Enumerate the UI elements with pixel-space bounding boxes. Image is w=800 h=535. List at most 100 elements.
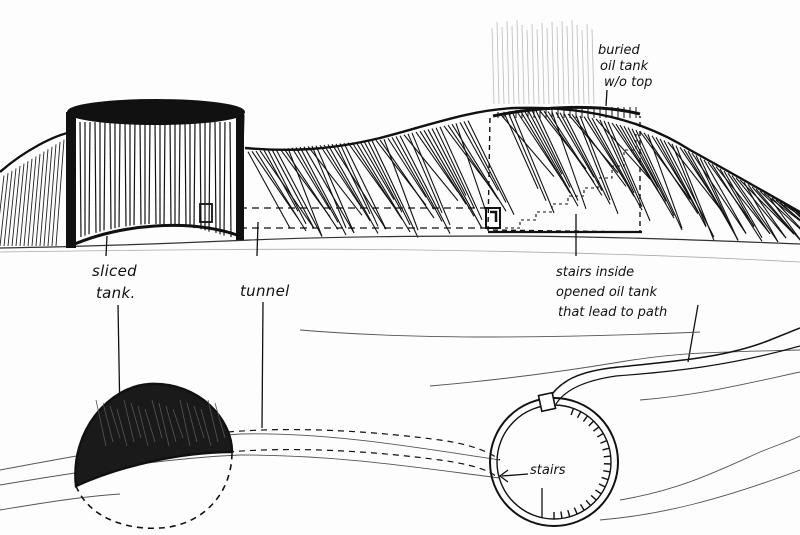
- plan-hatch-stroke: [186, 402, 198, 443]
- mound-hatch-stroke: [51, 141, 61, 247]
- grass-stroke: [763, 193, 800, 222]
- tank-stripe: [223, 121, 226, 236]
- grass-stroke: [607, 121, 651, 222]
- tank-stripe: [229, 121, 232, 238]
- mound-hatch-stroke: [35, 151, 45, 247]
- grass-stroke: [451, 123, 507, 212]
- grass-stroke: [311, 145, 347, 229]
- plan-hatch-stroke: [137, 405, 149, 447]
- buried-tank-plan-outer: [489, 397, 619, 527]
- pencil-stroke: [566, 25, 570, 105]
- stair-tread: [567, 509, 571, 517]
- grass-stroke: [275, 148, 323, 237]
- pencil-stroke: [571, 19, 575, 105]
- stair-tread: [602, 447, 610, 451]
- pencil-stroke: [526, 29, 530, 105]
- grass-stroke: [535, 110, 579, 201]
- grass-stroke: [351, 142, 403, 220]
- plan-hatch-stroke: [130, 402, 142, 439]
- grass-stroke: [695, 155, 731, 226]
- pencil-stroke: [541, 22, 545, 105]
- grass-stroke: [519, 109, 571, 194]
- grass-stroke: [463, 121, 507, 203]
- tank-stripe: [94, 121, 97, 233]
- tank-stripe: [169, 121, 172, 225]
- pencil-stroke: [496, 21, 500, 105]
- plan-view: [0, 327, 800, 530]
- grass-stroke: [711, 164, 763, 242]
- ground-line: [0, 235, 800, 249]
- plan-hatch-stroke: [95, 399, 107, 447]
- mound-hatch-stroke: [11, 165, 21, 247]
- grass-stroke: [507, 111, 547, 202]
- grass-stroke: [619, 124, 675, 219]
- buried-tank-plan-inner: [496, 404, 612, 520]
- pencil-stroke: [521, 24, 525, 105]
- grass-stroke: [399, 135, 451, 234]
- internal-stairs: [505, 132, 637, 229]
- buried-tank-outline: [487, 116, 641, 233]
- leader-buried-tank: [605, 89, 608, 107]
- grass-stroke: [719, 168, 755, 228]
- annotation-labels: buried oil tank w/o top sliced tank. tun…: [92, 43, 667, 478]
- grass-stroke: [779, 201, 800, 221]
- grass-stroke: [511, 110, 555, 214]
- plan-hatch-stroke: [123, 399, 135, 443]
- grass-stroke: [447, 124, 499, 200]
- tank-stripe: [178, 121, 181, 226]
- grass-stroke: [387, 137, 427, 198]
- tank-stripe: [133, 121, 136, 226]
- tank-stripe: [184, 121, 187, 227]
- grass-stroke: [255, 150, 307, 232]
- plan-hatch-stroke: [193, 405, 205, 439]
- grass-stroke: [383, 138, 419, 231]
- buried-oil-tank-section: [487, 105, 642, 234]
- label-buried-tank-line1: buried: [598, 43, 640, 58]
- pencil-stroke: [581, 29, 585, 105]
- sliced-tank-left-wall: [66, 112, 76, 248]
- pencil-stroke: [576, 24, 580, 105]
- grass-stroke: [271, 149, 315, 229]
- mound-hatch-stroke: [55, 139, 65, 247]
- leader-stairs-inside: [687, 304, 699, 363]
- grass-stroke: [367, 140, 411, 226]
- tank-stripe: [103, 121, 106, 231]
- stair-landing: [537, 391, 557, 413]
- sliced-tank-plan-filled-half: [74, 382, 234, 488]
- stair-tread: [592, 426, 600, 432]
- grass-stroke: [703, 159, 747, 234]
- grass-stroke: [595, 118, 651, 180]
- grass-stroke: [339, 143, 379, 227]
- grass-stroke: [603, 120, 643, 208]
- grass-stroke: [439, 126, 483, 221]
- mound-hatch-stroke: [43, 146, 53, 247]
- grass-stroke: [531, 110, 571, 188]
- grass-stroke: [735, 177, 787, 239]
- pencil-stroke: [501, 26, 505, 105]
- label-buried-tank-line2: oil tank: [600, 59, 649, 74]
- tank-stripe: [214, 121, 217, 233]
- plan-hatch-stroke: [207, 399, 219, 443]
- grass-stroke: [415, 131, 459, 193]
- mound-hatch-stroke: [19, 161, 29, 247]
- grass-stroke: [767, 195, 800, 241]
- grass-stroke: [359, 141, 395, 200]
- grass-stroke: [335, 143, 371, 215]
- pencil-stroke: [586, 23, 590, 105]
- tank-stripe: [118, 121, 121, 228]
- sliced-tank-section: [66, 99, 245, 249]
- grass-stroke: [515, 109, 563, 181]
- plan-hatch-stroke: [158, 402, 170, 447]
- mound-hatch-stroke: [0, 175, 5, 215]
- stair-tread: [603, 469, 611, 473]
- grass-stroke: [303, 146, 355, 234]
- leader-tunnel-top: [256, 221, 259, 257]
- grass-stroke: [315, 145, 355, 234]
- grass-stroke: [411, 132, 451, 226]
- mound-hatch-stroke: [47, 144, 57, 247]
- stair-tread: [560, 511, 563, 519]
- section-view: [0, 19, 800, 263]
- mound-hatch-stroke: [15, 163, 25, 247]
- stair-tread: [576, 411, 582, 419]
